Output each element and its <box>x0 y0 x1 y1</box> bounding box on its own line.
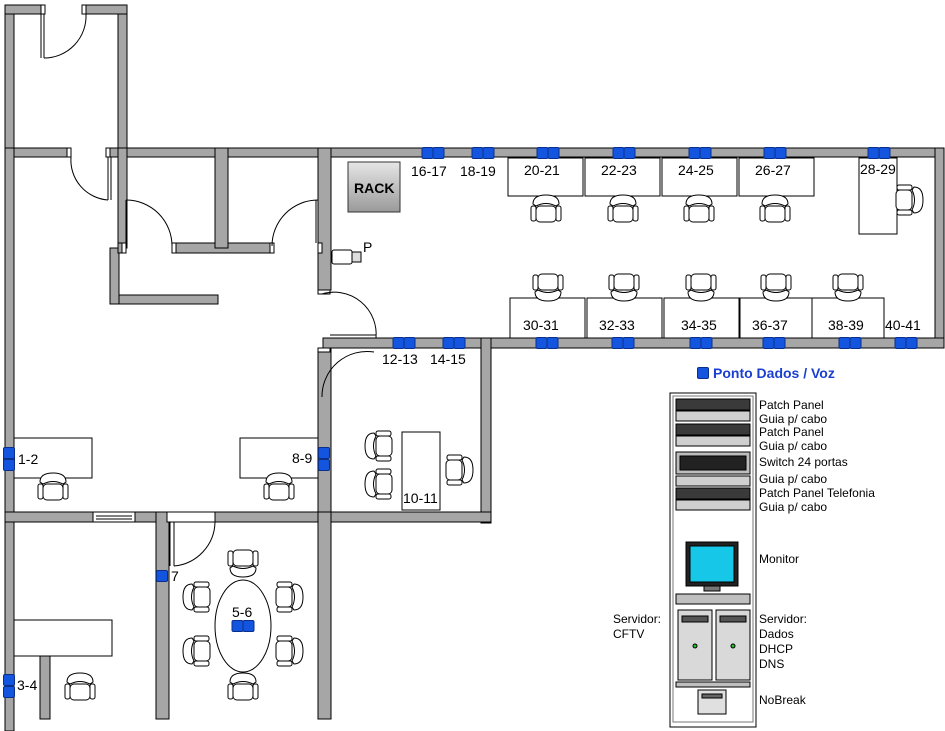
point-12-13: 12-13 <box>382 351 418 367</box>
rack-switch: Switch 24 portas <box>759 455 848 469</box>
rack-patch-panel-telefonia: Patch Panel Telefonia <box>759 486 875 500</box>
legend-text: Ponto Dados / Voz <box>713 365 835 381</box>
rack-server-right-1: Dados <box>759 627 794 641</box>
point-1-2: 1-2 <box>18 451 38 467</box>
rack-server-right-2: DHCP <box>759 642 793 656</box>
point-10-11: 10-11 <box>403 490 438 506</box>
rack-guia-2: Guia p/ cabo <box>759 439 827 453</box>
rack-server-right-3: DNS <box>759 657 784 671</box>
rack-server-right-0: Servidor: <box>759 612 807 626</box>
rack-monitor: Monitor <box>759 552 799 566</box>
rack-patch-panel-2: Patch Panel <box>759 425 824 439</box>
phone-icon <box>331 249 362 265</box>
point-32-33: 32-33 <box>599 317 635 333</box>
rack-label: RACK <box>354 180 394 196</box>
point-18-19: 18-19 <box>460 163 496 179</box>
point-7: 7 <box>171 568 179 584</box>
point-28-29: 28-29 <box>860 161 896 177</box>
point-22-23: 22-23 <box>601 162 637 178</box>
desks <box>13 157 898 718</box>
rack-box <box>347 161 401 213</box>
doors <box>40 4 377 567</box>
rack-server-left-1: CFTV <box>613 627 644 641</box>
point-24-25: 24-25 <box>678 162 714 178</box>
point-34-35: 34-35 <box>681 317 717 333</box>
rack-patch-panel-1: Patch Panel <box>759 398 824 412</box>
rack-guia-4: Guia p/ cabo <box>759 500 827 514</box>
rack-guia-3: Guia p/ cabo <box>759 472 827 486</box>
point-8-9: 8-9 <box>292 450 312 466</box>
rack-nobreak: NoBreak <box>759 693 807 707</box>
point-40-41: 40-41 <box>885 317 921 333</box>
point-26-27: 26-27 <box>755 162 791 178</box>
point-14-15: 14-15 <box>430 351 466 367</box>
point-30-31: 30-31 <box>523 317 559 333</box>
point-3-4: 3-4 <box>17 677 37 693</box>
point-5-6: 5-6 <box>232 604 252 620</box>
point-36-37: 36-37 <box>752 317 788 333</box>
rack-labels: Patch Panel Guia p/ cabo Patch Panel Gui… <box>613 398 875 707</box>
rack-server-left-0: Servidor: <box>613 612 661 626</box>
phone-label: P <box>363 239 372 255</box>
point-16-17: 16-17 <box>411 163 447 179</box>
rack-guia-1: Guia p/ cabo <box>759 412 827 426</box>
point-20-21: 20-21 <box>524 162 560 178</box>
server-rack <box>669 392 757 728</box>
labels: RACK P 16-17 18-19 20-21 22-23 24-25 26-… <box>17 161 921 693</box>
point-38-39: 38-39 <box>828 317 864 333</box>
